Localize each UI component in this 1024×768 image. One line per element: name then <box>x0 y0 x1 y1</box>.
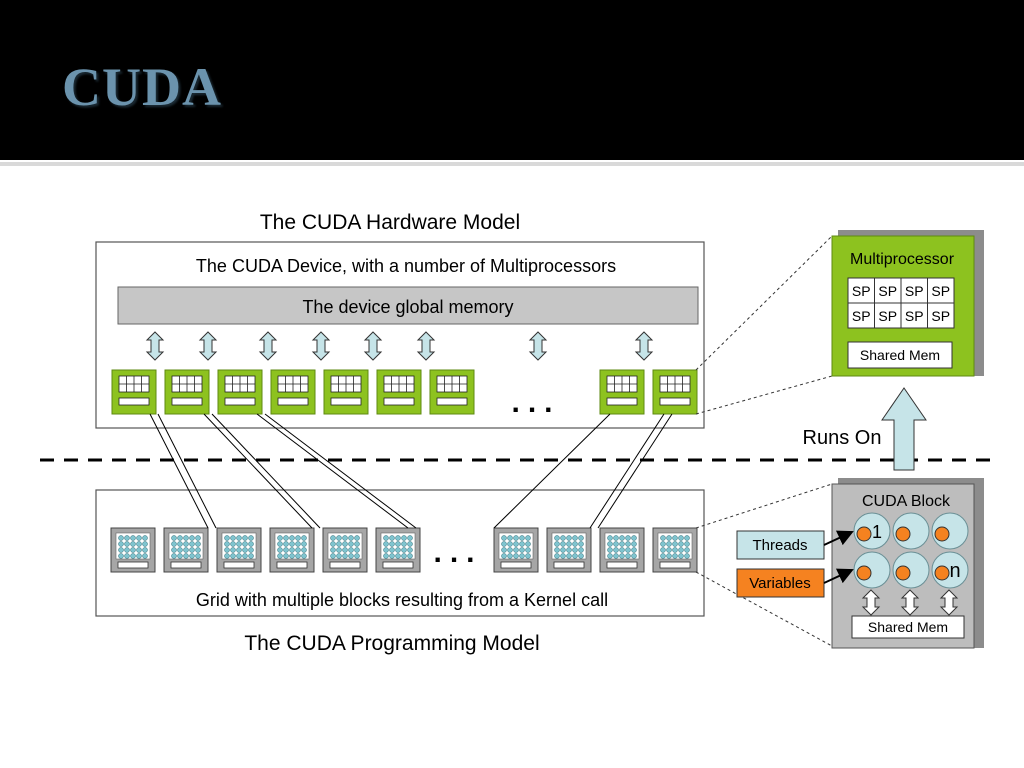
variables-box <box>736 568 825 598</box>
thread-first-label: 1 <box>872 522 882 542</box>
global-memory-label: The device global memory <box>302 297 513 317</box>
multiprocessor-tile <box>599 369 645 415</box>
sp-label: SP <box>931 308 950 324</box>
multiprocessor-tile <box>270 369 316 415</box>
multiprocessor-tile <box>164 369 210 415</box>
sp-grid: SP SP SP SP SP SP SP SP <box>847 277 955 329</box>
thread-block-tile <box>599 527 645 573</box>
memory-arrow <box>634 331 654 361</box>
multiprocessor-tile <box>217 369 263 415</box>
cuda-block-title: CUDA Block <box>862 493 951 510</box>
header-divider <box>0 162 1024 166</box>
sp-label: SP <box>878 308 897 324</box>
thread-block-tile <box>322 527 368 573</box>
sp-label: SP <box>852 308 871 324</box>
grid-label: Grid with multiple blocks resulting from… <box>196 590 608 610</box>
hardware-ellipsis: ... <box>511 386 560 419</box>
runs-on-label: Runs On <box>803 427 882 449</box>
thread-block-tile <box>375 527 421 573</box>
variables-label: Variables <box>749 575 810 592</box>
slide-title: CUDA <box>62 57 222 117</box>
memory-arrow <box>198 331 218 361</box>
memory-arrow <box>311 331 331 361</box>
sp-cell <box>900 277 928 304</box>
sp-cell <box>900 302 928 329</box>
thread-block-tile <box>216 527 262 573</box>
thread-block-tile <box>163 527 209 573</box>
block-memory-arrows <box>861 589 959 616</box>
threads-label: Threads <box>752 537 807 554</box>
thread-grid <box>853 512 969 589</box>
sp-cell <box>874 277 902 304</box>
runs-on-arrow <box>881 387 927 471</box>
mp-shared-mem-label: Shared Mem <box>860 347 940 363</box>
multiprocessor-tile <box>652 369 698 415</box>
multiprocessor-tile <box>429 369 475 415</box>
thread-block-tile <box>269 527 315 573</box>
memory-arrow <box>363 331 383 361</box>
global-memory-bar <box>117 286 699 325</box>
memory-arrows <box>145 331 654 361</box>
mapping-lines <box>149 413 673 529</box>
sp-cell <box>927 302 955 329</box>
programming-heading: The CUDA Programming Model <box>244 632 539 655</box>
thread-last-label: n <box>949 560 960 582</box>
block-shared-mem-box <box>851 615 965 639</box>
threads-pointer <box>823 530 854 546</box>
memory-arrow <box>145 331 165 361</box>
zoom-lines <box>695 235 833 647</box>
sp-label: SP <box>931 283 950 299</box>
sp-cell <box>874 302 902 329</box>
thread-block-tile <box>493 527 539 573</box>
thread-circle <box>853 551 891 589</box>
thread-circle <box>931 512 969 550</box>
programming-ellipsis: ... <box>433 536 482 569</box>
variables-pointer <box>823 568 854 584</box>
multiprocessor-tile <box>376 369 422 415</box>
memory-arrow <box>416 331 436 361</box>
thread-circle <box>892 512 930 550</box>
sp-label: SP <box>905 283 924 299</box>
hardware-heading: The CUDA Hardware Model <box>260 211 520 234</box>
sp-label: SP <box>905 308 924 324</box>
sp-cell <box>927 277 955 304</box>
thread-block-tile <box>546 527 592 573</box>
thread-block-tile <box>110 527 156 573</box>
sp-label: SP <box>852 283 871 299</box>
block-shared-mem-label: Shared Mem <box>868 619 948 635</box>
thread-circle <box>853 512 891 550</box>
device-label: The CUDA Device, with a number of Multip… <box>196 256 616 276</box>
memory-arrow <box>528 331 548 361</box>
thread-block-tile <box>652 527 698 573</box>
multiprocessor-tile <box>111 369 157 415</box>
slide-header <box>0 0 1024 166</box>
thread-circle <box>892 551 930 589</box>
mp-shared-mem-box <box>847 341 953 369</box>
multiprocessor-tile <box>323 369 369 415</box>
sp-label: SP <box>878 283 897 299</box>
multiprocessor-row <box>111 369 698 415</box>
thread-block-row <box>110 527 698 573</box>
memory-arrow <box>258 331 278 361</box>
thread-circle <box>931 551 969 589</box>
multiprocessor-title: Multiprocessor <box>850 251 955 268</box>
